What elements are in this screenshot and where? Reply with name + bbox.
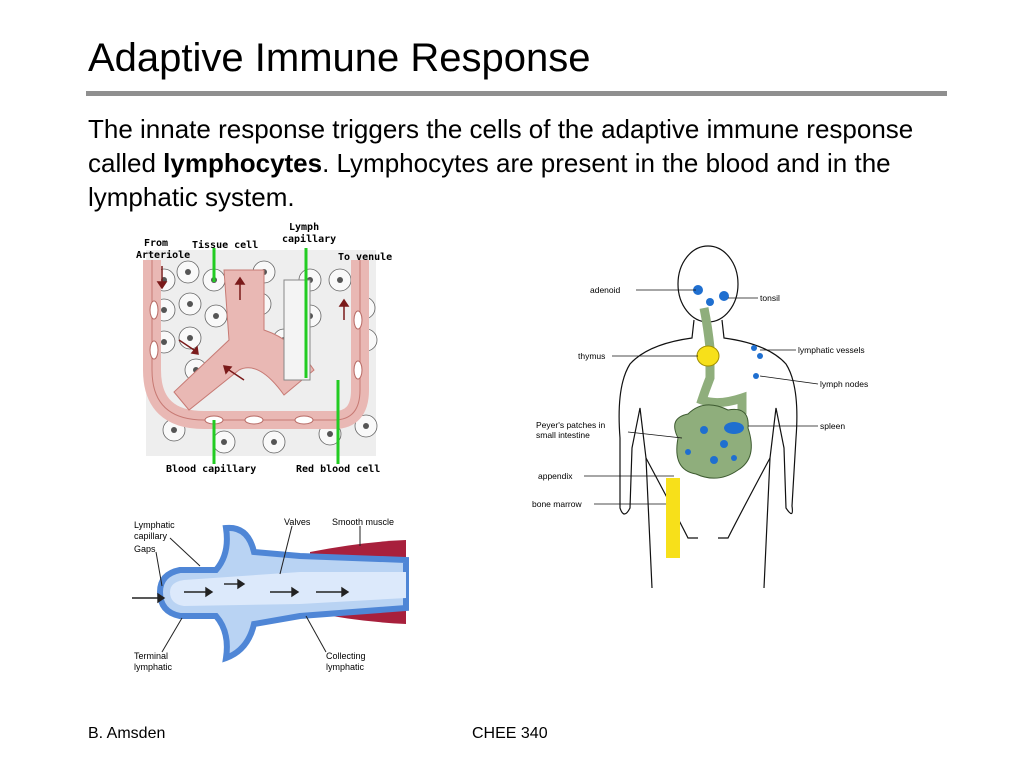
lymphatic-vessel-diagram: Lymphatic capillary Gaps Valves Smooth m… <box>130 512 410 690</box>
label-lymph-capillary-1: Lymph <box>289 222 319 233</box>
red-blood-cells <box>149 300 363 425</box>
body-text-part2: . Lymphocytes are present in the blood a… <box>88 148 891 212</box>
label-lymphatic-capillary-1: Lymphatic <box>134 520 175 530</box>
label-valves: Valves <box>284 517 311 527</box>
label-blood-capillary: Blood capillary <box>166 463 256 475</box>
label-terminal-lymphatic-1: Terminal <box>134 651 168 661</box>
bone-marrow-organ <box>666 478 680 558</box>
label-spleen: spleen <box>820 421 845 431</box>
lymph-nodes-blue <box>685 285 763 464</box>
label-to-venule: To venule <box>338 252 392 263</box>
footer-author: B. Amsden <box>88 725 166 742</box>
label-terminal-lymphatic-2: lymphatic <box>134 662 173 672</box>
intestines <box>674 404 752 479</box>
label-from-arteriole-1: From <box>144 238 168 249</box>
label-appendix: appendix <box>538 471 573 481</box>
label-peyers-patches-2: small intestine <box>536 430 590 440</box>
leader-lines <box>212 248 340 464</box>
body-text-part1: The innate response triggers the cells o… <box>88 114 914 178</box>
branch-vessel <box>173 269 315 411</box>
lymphatic-system-body-diagram: adenoid tonsil thymus lymphatic vessels … <box>528 238 888 600</box>
lymph-flow-arrows <box>132 578 350 604</box>
lymph-vessel-lumen <box>170 572 406 606</box>
body-label-leaders <box>584 289 819 505</box>
label-from-arteriole-2: Arteriole <box>136 249 190 261</box>
label-leaders <box>155 525 361 653</box>
blood-capillary-edge <box>151 260 361 421</box>
flow-arrows <box>156 266 350 381</box>
label-gaps: Gaps <box>134 544 156 554</box>
label-collecting-lymphatic-2: lymphatic <box>326 662 365 672</box>
label-bone-marrow: bone marrow <box>532 499 582 509</box>
label-red-blood-cell: Red blood cell <box>296 464 380 475</box>
label-thymus: thymus <box>578 351 605 361</box>
thymus-organ <box>696 345 720 367</box>
slide-title: Adaptive Immune Response <box>88 36 591 80</box>
label-peyers-patches-1: Peyer's patches in <box>536 420 605 430</box>
capillary-bed-diagram: From Arteriole Tissue cell Lymph capilla… <box>134 220 398 478</box>
label-lymph-nodes: lymph nodes <box>820 379 868 389</box>
label-tissue-cell: Tissue cell <box>192 239 258 251</box>
label-tonsil: tonsil <box>760 293 780 303</box>
body-paragraph: The innate response triggers the cells o… <box>88 112 948 214</box>
body-text-bold-term: lymphocytes <box>163 148 323 178</box>
footer-course-code: CHEE 340 <box>472 725 548 742</box>
title-divider <box>86 91 947 96</box>
label-adenoid: adenoid <box>590 285 621 295</box>
label-smooth-muscle: Smooth muscle <box>332 517 394 527</box>
label-lymphatic-capillary-2: capillary <box>134 531 168 541</box>
label-lymphatic-vessels: lymphatic vessels <box>798 345 865 355</box>
esophagus <box>696 307 747 414</box>
label-collecting-lymphatic-1: Collecting <box>326 651 366 661</box>
label-lymph-capillary-2: capillary <box>282 233 336 245</box>
lymph-capillary-shape <box>283 279 311 381</box>
